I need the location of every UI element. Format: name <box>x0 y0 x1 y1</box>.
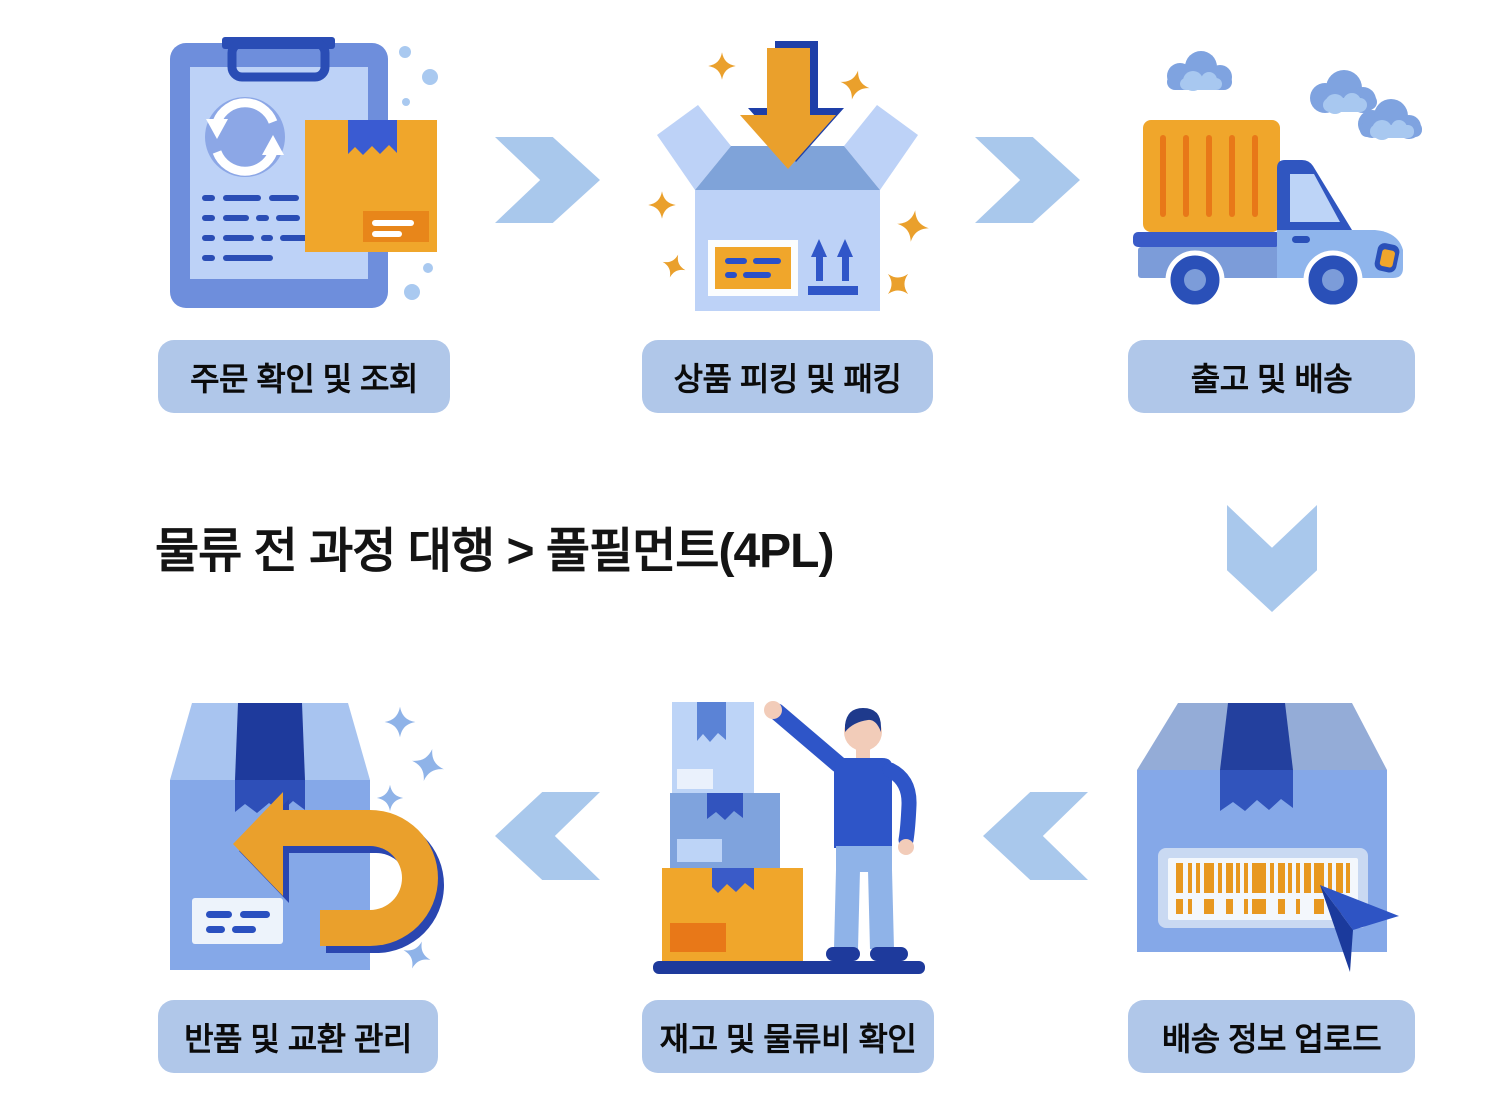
return-box-uturn-icon <box>170 703 449 974</box>
headlight-icon <box>1374 243 1400 273</box>
delivery-truck-icon <box>1133 51 1422 310</box>
flow-arrow-left-2-icon <box>495 792 600 880</box>
box-front <box>695 190 880 311</box>
cloud-icon <box>1167 51 1422 140</box>
barcode <box>1176 863 1350 914</box>
step-label-inventory-cost-check: 재고 및 물류비 확인 <box>642 1000 934 1073</box>
step-label-text: 주문 확인 및 조회 <box>190 360 418 397</box>
decor-dots <box>399 46 438 300</box>
step-label-text: 상품 피킹 및 패킹 <box>673 360 902 397</box>
return-box-uturn-icon <box>150 680 480 990</box>
packing-open-box-icon <box>640 28 950 338</box>
mouse-cursor-icon <box>1320 885 1399 972</box>
step-label-text: 출고 및 배송 <box>1190 360 1353 397</box>
cargo-container <box>1143 120 1280 232</box>
flow-arrow-down-icon <box>1227 505 1317 612</box>
diagram-title: 물류 전 과정 대행 > 풀필먼트(4PL) <box>155 525 834 578</box>
step-label-returns-exchange: 반품 및 교환 관리 <box>158 1000 438 1073</box>
flow-arrow-right-2-icon <box>975 137 1080 223</box>
barcode-label <box>1158 848 1368 928</box>
down-arrow-icon <box>740 41 844 169</box>
order-clipboard-sync-icon <box>170 37 438 308</box>
flow-arrow-left-1-icon <box>983 792 1088 880</box>
order-clipboard-sync-icon <box>150 25 460 335</box>
worker-person <box>764 701 917 961</box>
worker-stacked-boxes-icon <box>653 701 925 974</box>
step-label-text: 배송 정보 업로드 <box>1161 1020 1382 1057</box>
step-label-picking-packing: 상품 피킹 및 패킹 <box>642 340 933 413</box>
delivery-truck-icon <box>1120 30 1450 330</box>
package-box <box>305 120 437 252</box>
step-label-text: 재고 및 물류비 확인 <box>659 1020 917 1057</box>
step-label-delivery-info-upload: 배송 정보 업로드 <box>1128 1000 1415 1073</box>
this-way-up-icon <box>808 239 858 295</box>
worker-stacked-boxes-icon <box>640 680 960 990</box>
sync-icon <box>205 97 285 177</box>
step-label-order-check: 주문 확인 및 조회 <box>158 340 450 413</box>
packing-open-box-icon <box>648 41 932 311</box>
floor-bar <box>653 961 925 974</box>
step-label-shipping: 출고 및 배송 <box>1128 340 1415 413</box>
barcode-box-cursor-icon <box>1100 680 1450 980</box>
return-arrow-icon <box>233 792 444 953</box>
barcode-box-cursor-icon <box>1137 703 1399 972</box>
wheels <box>1165 250 1363 310</box>
stacked-boxes <box>662 702 803 961</box>
flow-arrow-right-1-icon <box>495 137 600 223</box>
step-label-text: 반품 및 교환 관리 <box>184 1020 412 1057</box>
